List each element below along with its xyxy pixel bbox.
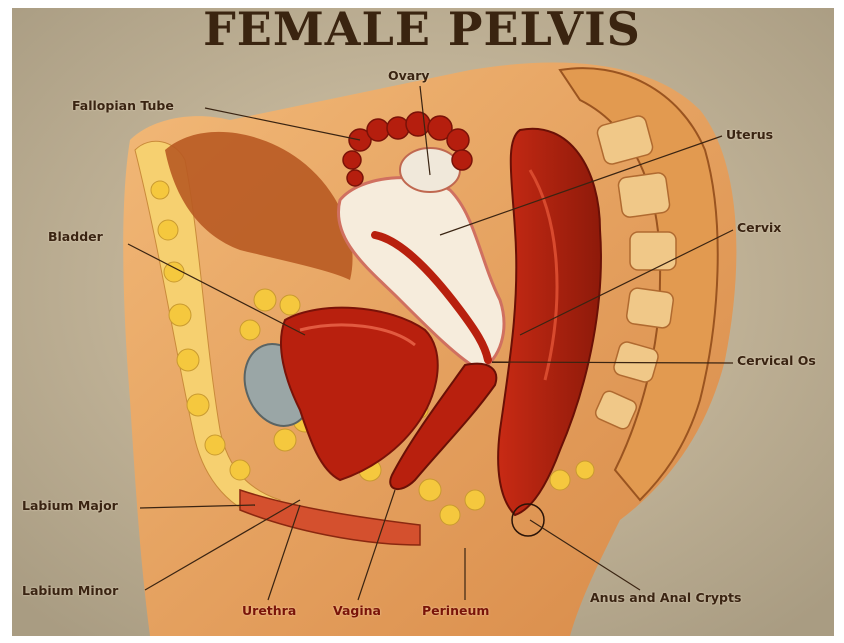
label-perineum: Perineum xyxy=(422,605,489,618)
label-fallopian-tube: Fallopian Tube xyxy=(72,100,174,113)
label-bladder: Bladder xyxy=(48,231,103,244)
diagram-title: FEMALE PELVIS xyxy=(0,2,844,56)
label-labium-major: Labium Major xyxy=(22,500,118,513)
label-labium-minor: Labium Minor xyxy=(22,585,118,598)
label-ovary: Ovary xyxy=(388,70,430,83)
label-urethra: Urethra xyxy=(242,605,296,618)
label-cervical-os: Cervical Os xyxy=(737,355,816,368)
label-vagina: Vagina xyxy=(333,605,381,618)
label-anus-crypts: Anus and Anal Crypts xyxy=(590,592,741,605)
label-uterus: Uterus xyxy=(726,129,773,142)
label-cervix: Cervix xyxy=(737,222,781,235)
